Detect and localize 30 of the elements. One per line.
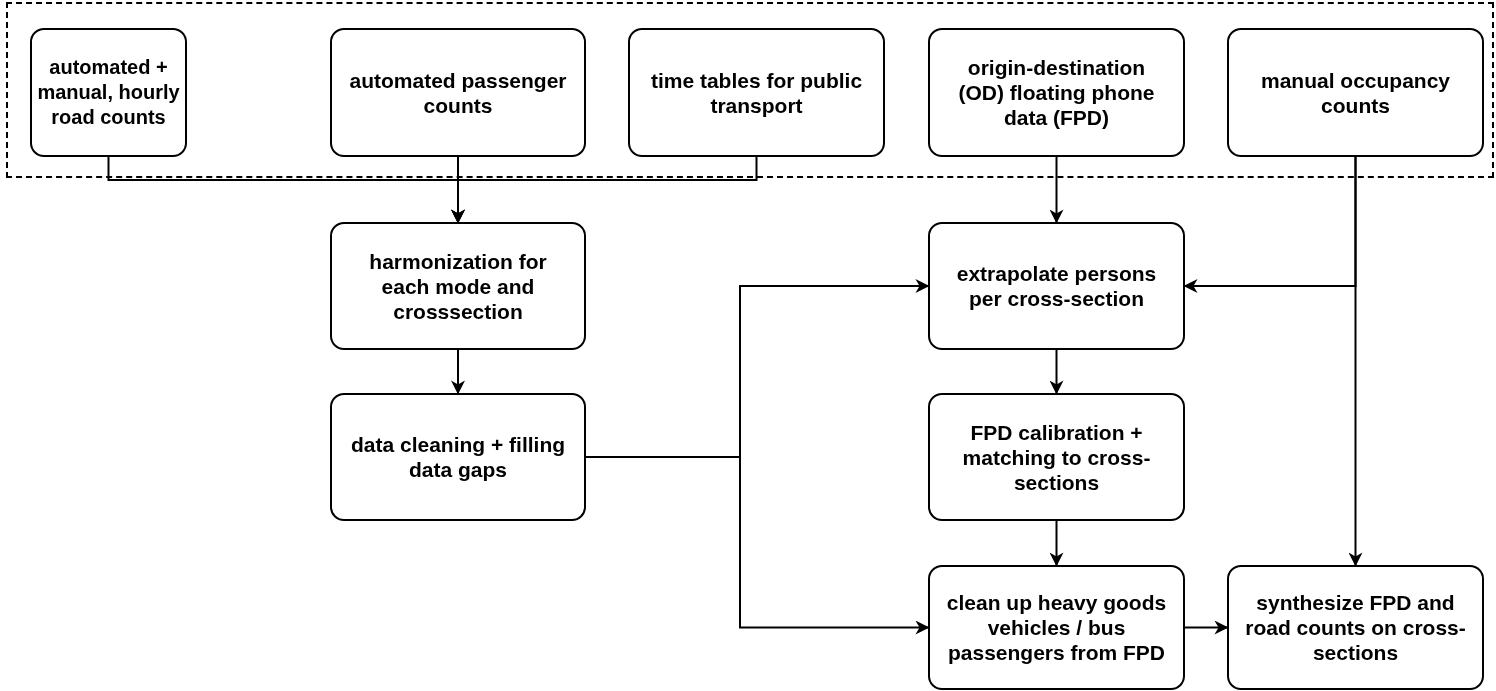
node-text: automated passenger counts — [348, 67, 568, 118]
process-box — [628, 28, 885, 157]
node-text: synthesize FPD and road counts on cross-sections — [1244, 590, 1467, 665]
process-box — [928, 393, 1185, 521]
arrow — [1049, 156, 1064, 224]
arrow — [451, 156, 758, 224]
node-text: clean up heavy goods vehicles / bus passengers from FPD — [945, 590, 1168, 665]
arrow — [451, 349, 465, 395]
node-text: harmonization for each mode and crosssection — [368, 248, 548, 324]
arrow — [1049, 349, 1064, 395]
process-box — [928, 565, 1185, 690]
process-box — [330, 393, 586, 521]
arrow — [1348, 156, 1363, 567]
process-box — [30, 28, 187, 157]
node-text: extrapolate persons per cross-section — [955, 261, 1158, 311]
process-box — [928, 222, 1185, 350]
node-text: data cleaning + filling data gaps — [349, 432, 567, 482]
node-text: FPD calibration + matching to cross-sections — [961, 419, 1152, 495]
process-box — [1227, 565, 1484, 690]
process-box — [330, 222, 586, 350]
node-text: origin-destination (OD) floating phone data (FPD) — [957, 55, 1156, 130]
node-text: time tables for public transport — [649, 67, 864, 118]
arrow — [1049, 520, 1064, 567]
process-box — [928, 28, 1185, 157]
arrow — [1184, 620, 1229, 635]
process-box — [330, 28, 586, 157]
process-box — [1227, 28, 1484, 157]
dashed-group-frame — [6, 2, 1494, 178]
node-text: manual occupancy counts — [1259, 67, 1452, 118]
node-text: automated + manual, hourly road counts — [36, 55, 181, 130]
